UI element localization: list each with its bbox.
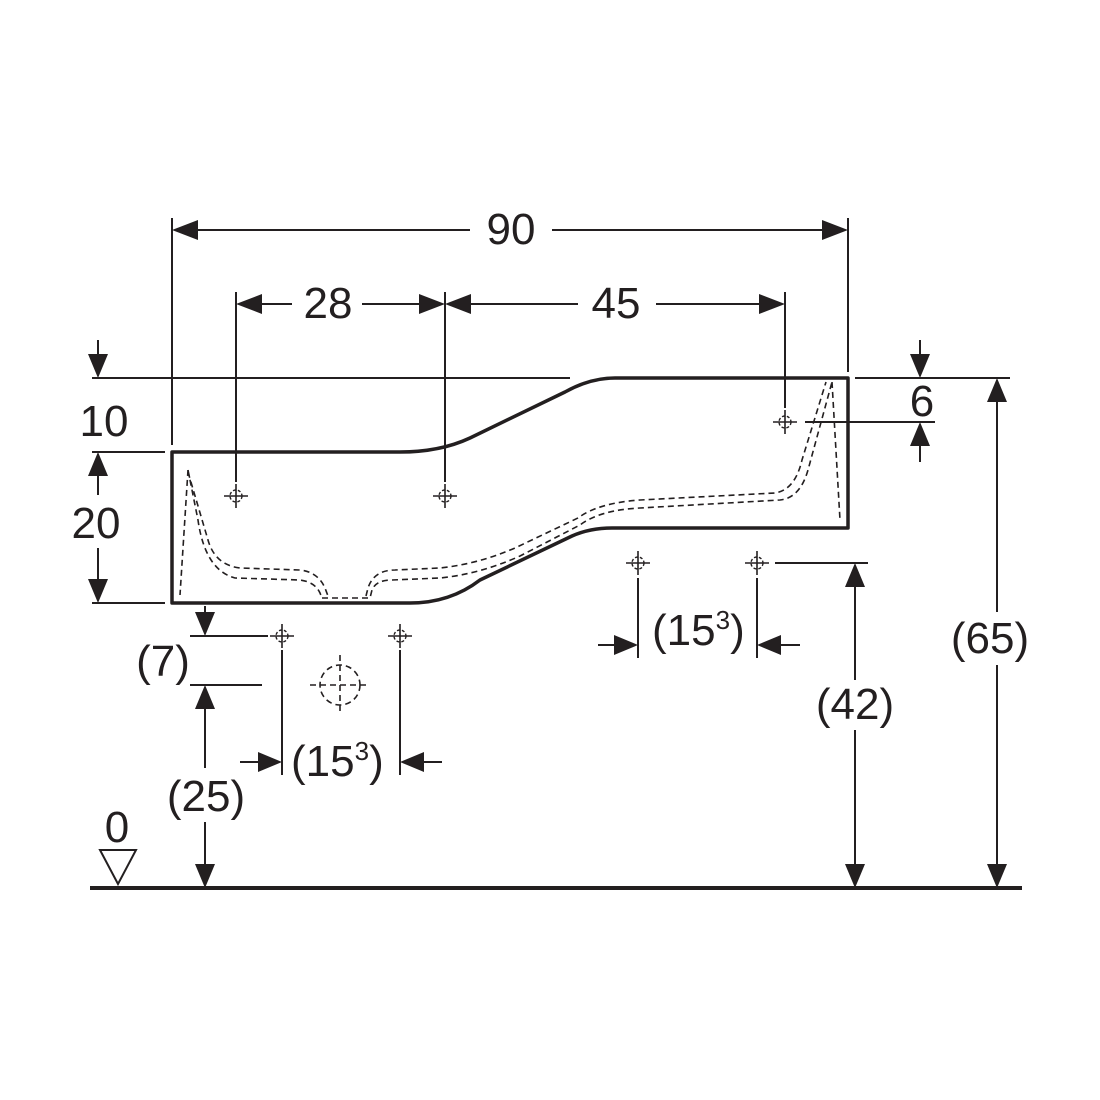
floor-level-triangle-icon xyxy=(98,849,138,887)
bowl-side-right xyxy=(831,381,841,521)
left-height-label: (25) xyxy=(167,772,245,821)
left-hole-spacing-label: 28 xyxy=(304,279,353,328)
arrowheads xyxy=(88,220,1007,888)
total-height-label: (65) xyxy=(951,614,1029,663)
right-bracket-mark-2 xyxy=(744,550,770,576)
left-bracket-mark-2 xyxy=(387,623,413,649)
bowl-contour-inner xyxy=(187,381,827,597)
right-hole-spacing-label: 45 xyxy=(592,279,641,328)
basin-outline xyxy=(170,376,850,605)
extension-lines xyxy=(92,218,1010,775)
bowl-side-left xyxy=(179,469,189,596)
top-offset-label: 10 xyxy=(80,397,129,446)
overall-width-label: 90 xyxy=(487,205,536,254)
right-height-label: (42) xyxy=(816,680,894,729)
upper-right-fixing-mark xyxy=(772,409,798,435)
left-depth-label: 20 xyxy=(72,499,121,548)
upper-middle-fixing-mark xyxy=(432,483,458,509)
bowl-contour xyxy=(187,381,833,599)
upper-left-fixing-mark xyxy=(223,483,249,509)
floor-level-label: 0 xyxy=(105,803,129,852)
left-below-label: (7) xyxy=(136,637,190,686)
left-bracket-mark-1 xyxy=(269,623,295,649)
right-top-offset-label: 6 xyxy=(910,377,934,426)
right-bracket-spacing-label: (153) xyxy=(652,605,745,655)
waste-outlet-mark xyxy=(310,655,370,715)
left-bracket-spacing-label: (153) xyxy=(291,736,384,786)
right-bracket-mark-1 xyxy=(625,550,651,576)
